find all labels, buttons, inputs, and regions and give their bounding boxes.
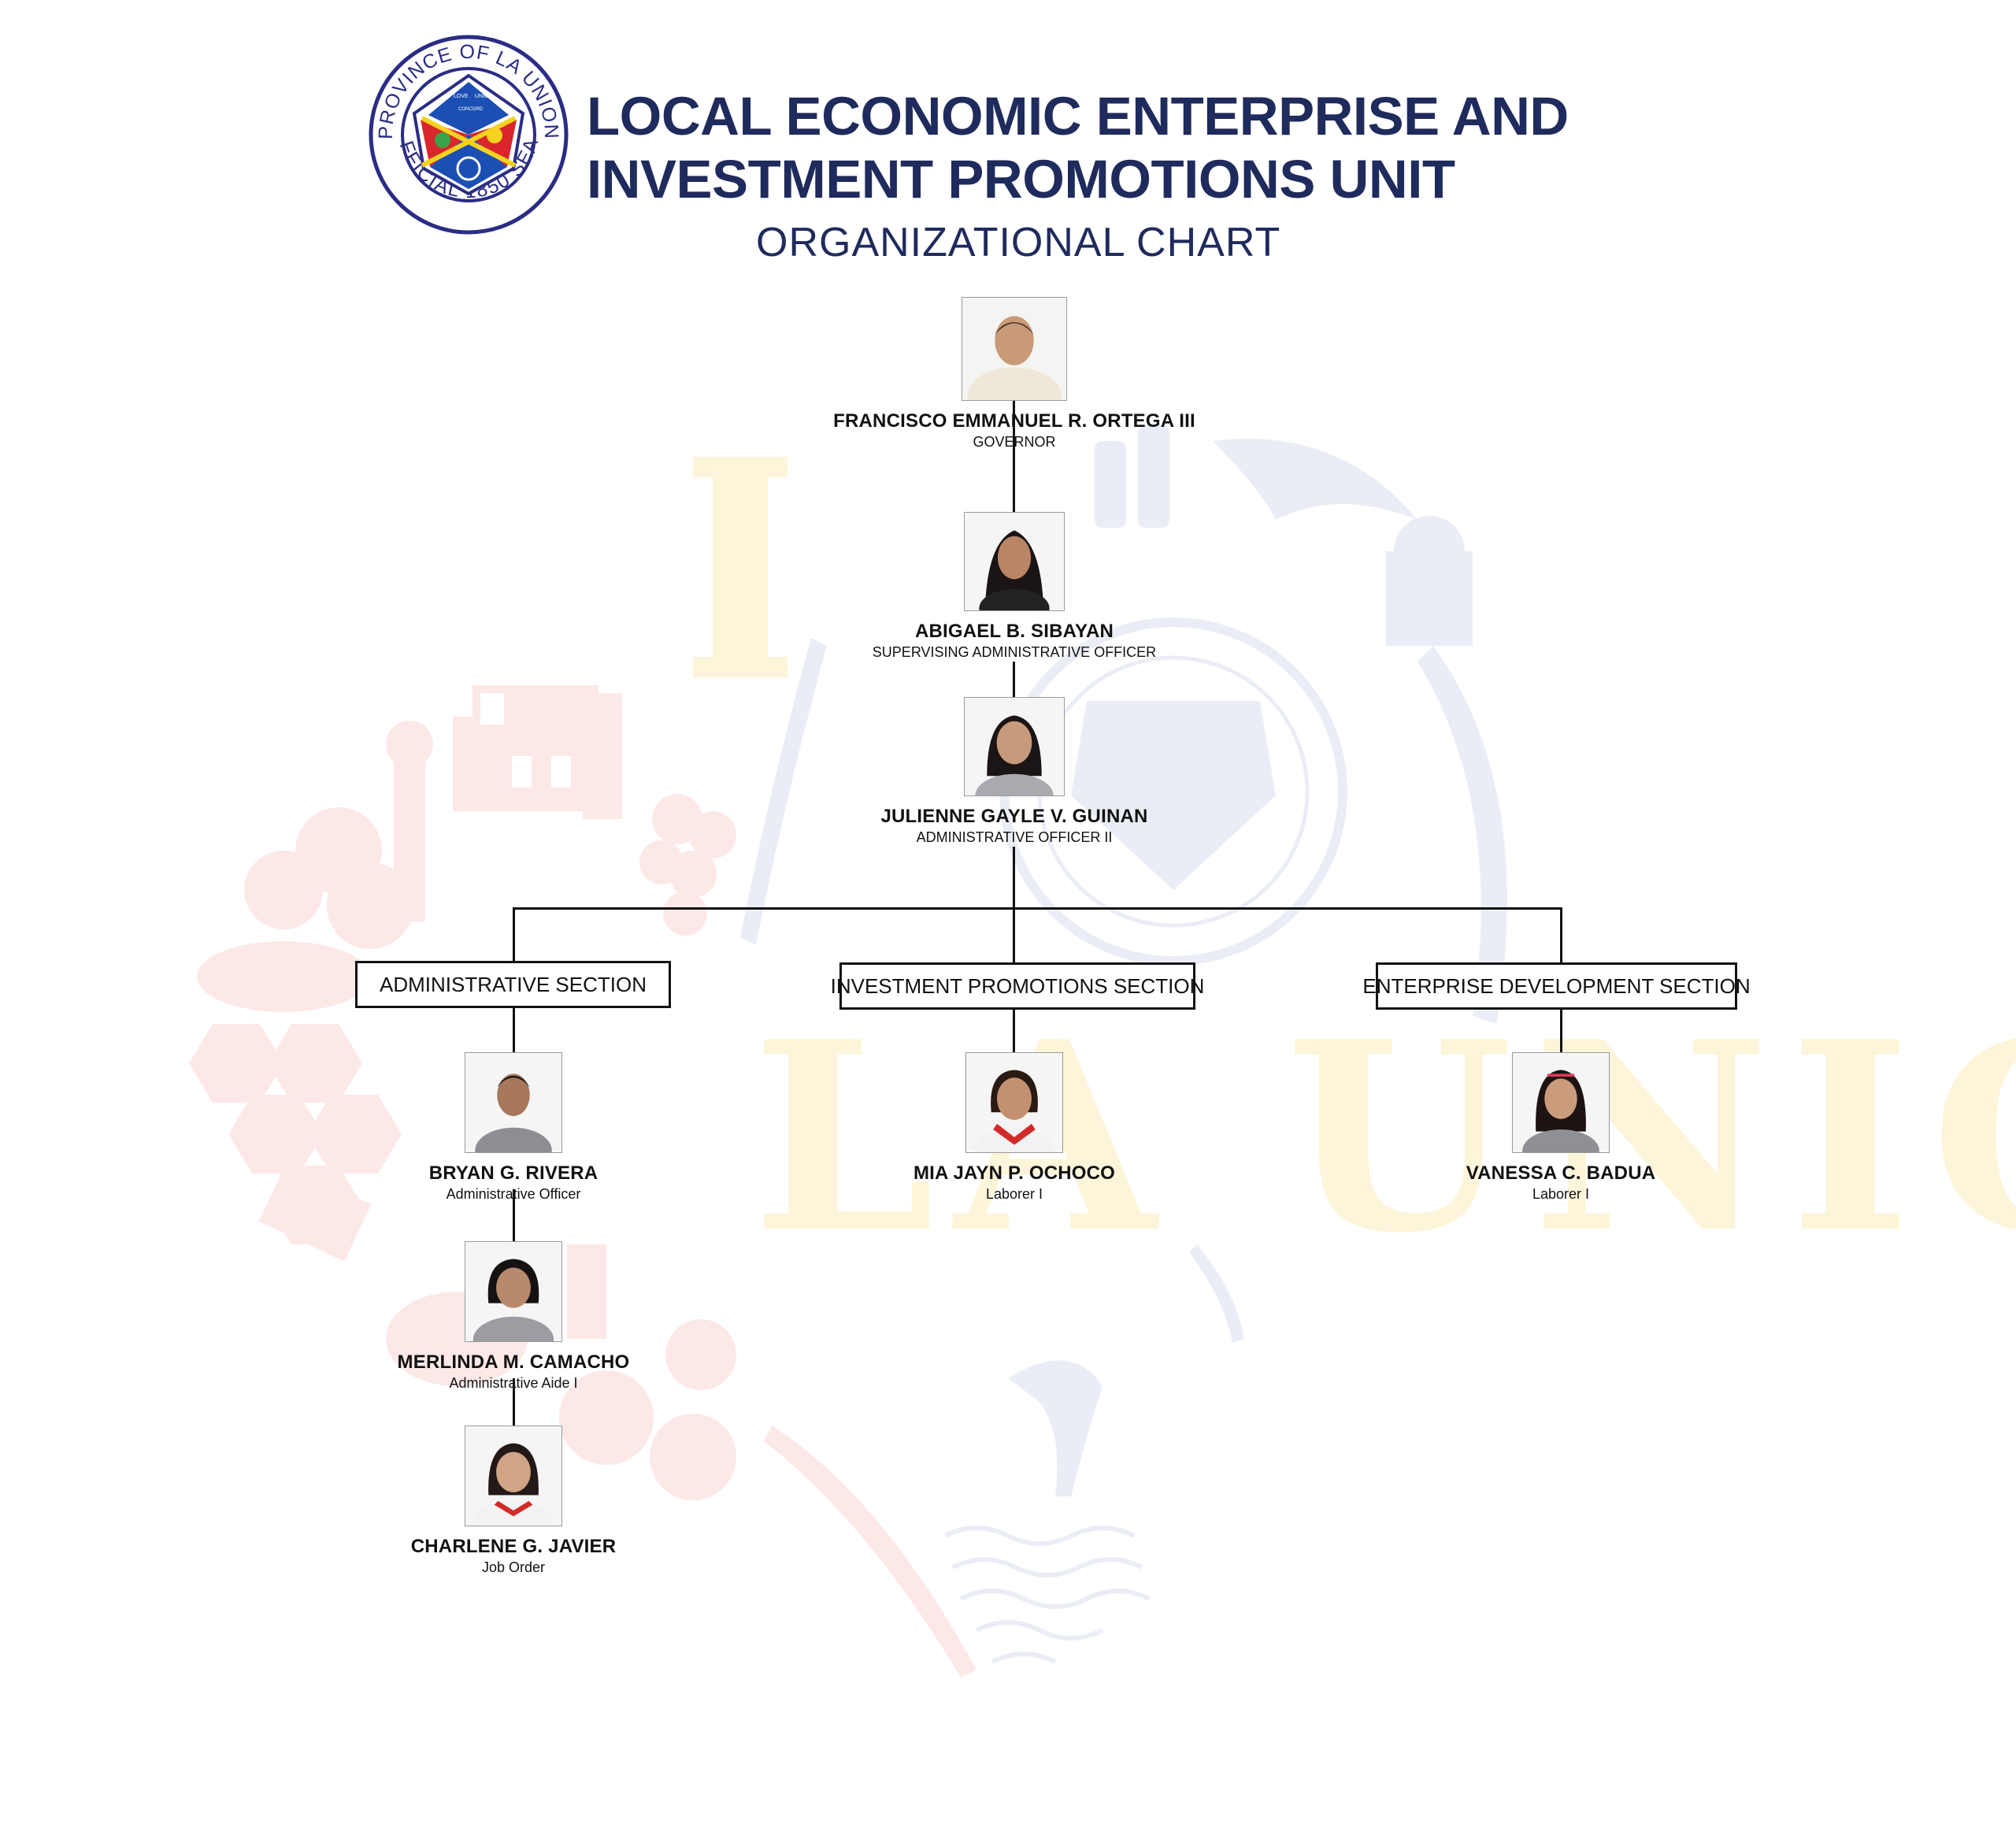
person-name: MIA JAYN P. OCHOCO	[913, 1162, 1116, 1184]
connector-enterprise-badua	[1560, 1008, 1562, 1052]
person-title: Laborer I	[985, 1186, 1043, 1202]
connector-investment-ochoco	[1013, 1008, 1015, 1052]
portrait-photo	[964, 697, 1065, 796]
person-name: JULIENNE GAYLE V. GUINAN	[880, 806, 1148, 827]
connector-bus-enterprise	[1560, 907, 1562, 962]
administrative-section-box: ADMINISTRATIVE SECTION	[355, 961, 671, 1008]
connector-supervisor-officer	[1013, 662, 1015, 697]
enterprise-development-section-box: ENTERPRISE DEVELOPMENT SECTION	[1362, 962, 1751, 1010]
person-title: Administrative Officer	[446, 1186, 581, 1202]
person-name: BRYAN G. RIVERA	[428, 1162, 598, 1184]
person-name: CHARLENE G. JAVIER	[410, 1536, 617, 1557]
province-seal-logo: PROVINCE OF LA UNION OFFICIAL 1850 SEAL …	[369, 35, 569, 235]
person-card-camacho: MERLINDA M. CAMACHO Administrative Aide …	[309, 1241, 718, 1392]
svg-text:LOVE: LOVE	[454, 94, 469, 99]
svg-text:UNION: UNION	[475, 94, 493, 99]
person-title: SUPERVISING ADMINISTRATIVE OFFICER	[872, 644, 1157, 660]
person-card-admin-officer-ii: JULIENNE GAYLE V. GUINAN ADMINISTRATIVE …	[810, 697, 1219, 846]
title-line-1: LOCAL ECONOMIC ENTERPRISE AND	[587, 86, 1569, 146]
portrait-photo	[465, 1241, 562, 1342]
person-title: Laborer I	[1532, 1186, 1590, 1202]
connector-officer-bus	[1013, 847, 1015, 966]
person-title: GOVERNOR	[973, 434, 1056, 450]
connector-horizontal-bus	[513, 907, 1562, 910]
connector-admin-rivera	[513, 1007, 515, 1052]
person-name: MERLINDA M. CAMACHO	[397, 1352, 630, 1373]
person-title: ADMINISTRATIVE OFFICER II	[916, 829, 1113, 845]
person-title: Job Order	[481, 1559, 546, 1575]
person-card-badua: VANESSA C. BADUA Laborer I	[1356, 1052, 1766, 1203]
person-card-supervisor: ABIGAEL B. SIBAYAN SUPERVISING ADMINISTR…	[810, 512, 1219, 661]
portrait-photo	[962, 297, 1067, 401]
person-card-rivera: BRYAN G. RIVERA Administrative Officer	[309, 1052, 718, 1203]
portrait-photo	[1512, 1052, 1610, 1153]
person-name: VANESSA C. BADUA	[1466, 1162, 1656, 1184]
portrait-photo	[965, 1052, 1063, 1153]
person-name: FRANCISCO EMMANUEL R. ORTEGA III	[833, 410, 1195, 432]
person-card-ochoco: MIA JAYN P. OCHOCO Laborer I	[810, 1052, 1219, 1203]
page-title: LOCAL ECONOMIC ENTERPRISE AND INVESTMENT…	[587, 85, 1569, 211]
connector-rivera-camacho	[513, 1189, 515, 1241]
portrait-photo	[964, 512, 1065, 611]
title-line-2: INVESTMENT PROMOTIONS UNIT	[587, 149, 1455, 209]
person-title: Administrative Aide I	[449, 1375, 578, 1391]
portrait-photo	[465, 1426, 562, 1526]
person-card-javier: CHARLENE G. JAVIER Job Order	[309, 1426, 718, 1576]
portrait-photo	[465, 1052, 562, 1153]
person-card-governor: FRANCISCO EMMANUEL R. ORTEGA III GOVERNO…	[810, 297, 1219, 451]
connector-camacho-javier	[513, 1378, 515, 1426]
investment-promotions-section-box: INVESTMENT PROMOTIONS SECTION	[831, 962, 1204, 1010]
connector-governor-supervisor	[1013, 398, 1015, 516]
page-subtitle: ORGANIZATIONAL CHART	[756, 220, 1281, 265]
svg-text:CONCORD: CONCORD	[458, 107, 484, 112]
person-name: ABIGAEL B. SIBAYAN	[914, 621, 1114, 642]
connector-bus-admin	[513, 907, 515, 961]
